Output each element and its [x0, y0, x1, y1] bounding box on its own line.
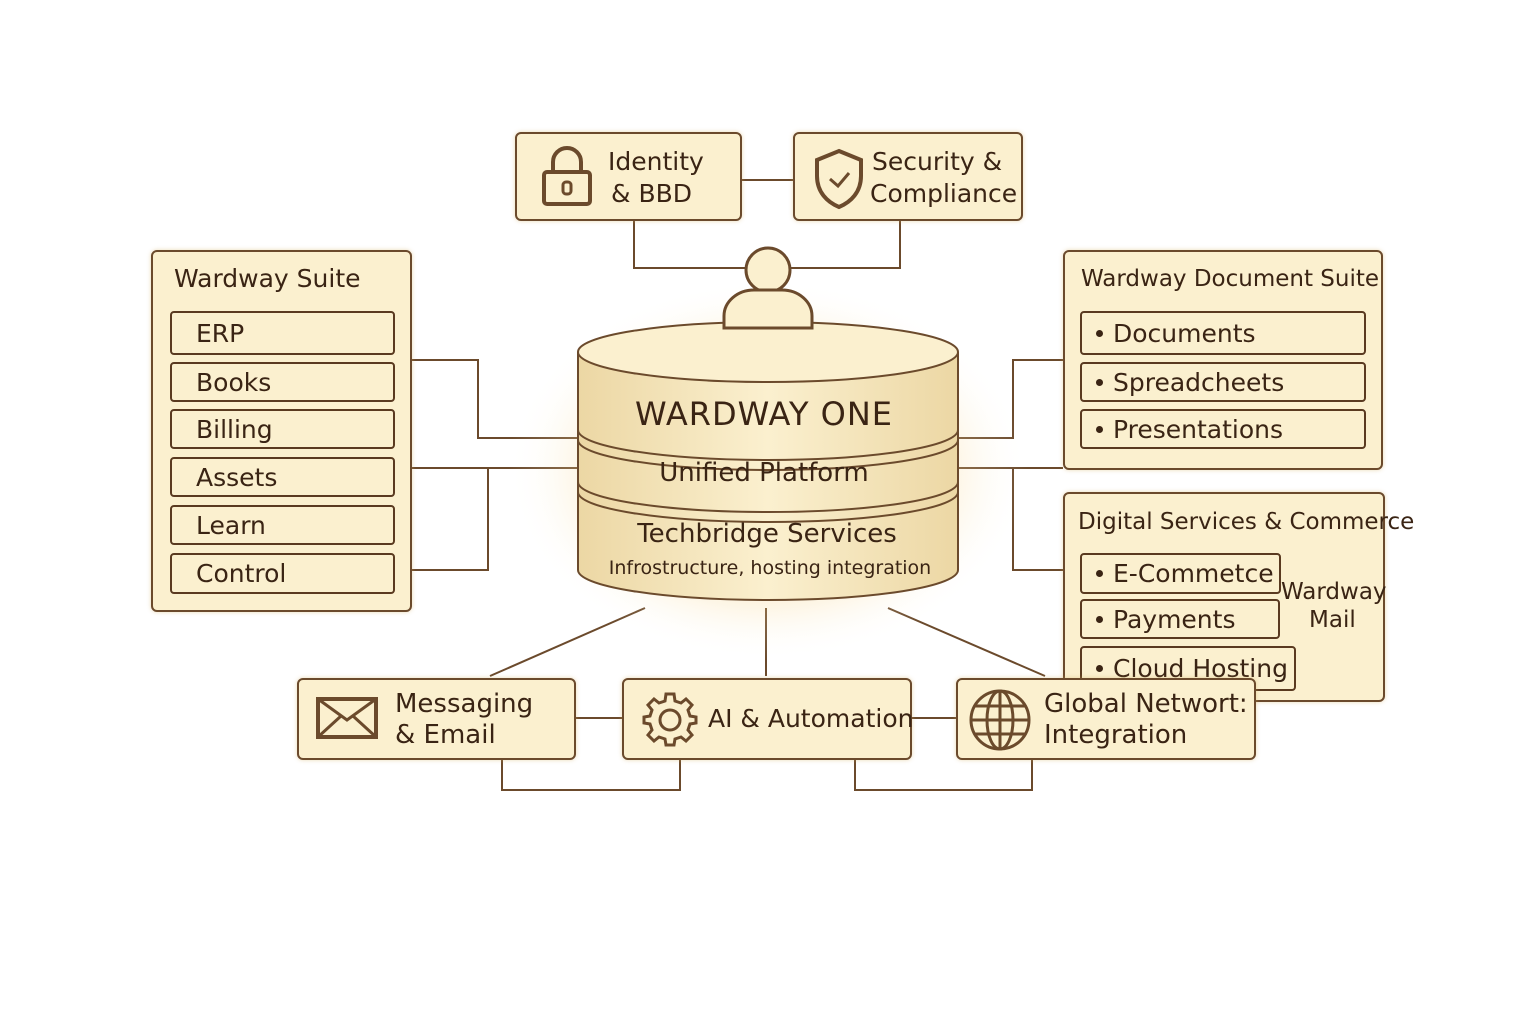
identity-label-2: & BBD: [611, 179, 692, 208]
ai-automation-box[interactable]: AI & Automation: [622, 678, 914, 760]
wardway-suite-title: Wardway Suite: [174, 264, 361, 293]
shield-icon: [815, 148, 863, 210]
suite-item-books[interactable]: Books: [170, 362, 395, 402]
global-network-label-1: Global Networt:: [1044, 689, 1248, 719]
cylinder-body: [577, 352, 959, 601]
docs-item-documents[interactable]: Documents: [1080, 311, 1366, 355]
user-icon: [722, 246, 814, 330]
security-label-1: Security &: [872, 147, 1003, 176]
core-title: WARDWAY ONE: [635, 395, 893, 433]
global-network-box[interactable]: Global Networt: Integration: [956, 678, 1256, 760]
messaging-label-2: & Email: [395, 720, 496, 750]
bullet-icon: [1096, 378, 1103, 386]
lock-icon: [542, 146, 592, 206]
envelope-icon: [316, 697, 378, 739]
suite-item-assets[interactable]: Assets: [170, 457, 395, 497]
docs-item-label: Spreadcheets: [1113, 367, 1285, 397]
line-bottom-right: [854, 760, 1033, 791]
suite-item-control[interactable]: Control: [170, 553, 395, 594]
bullet-icon: [1096, 329, 1103, 337]
core-layer-3: Techbridge Services: [636, 519, 897, 549]
wardway-mail-label-1: Wardway: [1281, 579, 1387, 605]
core-cylinder: [577, 321, 959, 601]
cylinder-top: [577, 321, 959, 383]
bullet-icon: [1096, 425, 1103, 433]
globe-icon: [969, 689, 1031, 751]
commerce-item-payments[interactable]: Payments: [1080, 599, 1280, 639]
global-network-label-2: Integration: [1044, 720, 1188, 750]
suite-item-billing[interactable]: Billing: [170, 409, 395, 449]
layer-divider-1: [577, 429, 959, 461]
bullet-icon: [1096, 615, 1103, 623]
gear-icon: [642, 692, 698, 747]
messaging-label-1: Messaging: [395, 689, 534, 719]
security-box[interactable]: Security & Compliance: [793, 132, 1023, 221]
identity-label-1: Identity: [608, 147, 704, 176]
identity-box[interactable]: Identity & BBD: [515, 132, 742, 221]
docs-item-label: Presentations: [1113, 414, 1284, 444]
bullet-icon: [1096, 570, 1103, 577]
commerce-title: Digital Services & Commerce: [1078, 509, 1415, 535]
layer-divider-1b: [577, 439, 959, 471]
commerce-item-label: Payments: [1113, 604, 1236, 634]
ai-automation-label: AI & Automation: [708, 704, 914, 733]
docs-item-label: Documents: [1113, 318, 1256, 348]
core-layer-2: Unified Platform: [659, 458, 869, 488]
messaging-box[interactable]: Messaging & Email: [297, 678, 576, 760]
core-layer-3-subtitle: Infrostructure, hosting integration: [609, 557, 931, 579]
docs-item-spreadsheets[interactable]: Spreadcheets: [1080, 362, 1366, 402]
layer-divider-2b: [577, 491, 959, 523]
bullet-icon: [1096, 665, 1103, 672]
commerce-item-ecommerce[interactable]: E-Commetce: [1080, 553, 1281, 594]
wardway-mail-label-2: Mail: [1309, 607, 1356, 633]
suite-item-learn[interactable]: Learn: [170, 505, 395, 545]
line-bottom-left: [501, 760, 681, 791]
suite-item-erp[interactable]: ERP: [170, 311, 395, 355]
docs-item-presentations[interactable]: Presentations: [1080, 409, 1366, 449]
security-label-2: Compliance: [870, 179, 1018, 208]
layer-divider-2: [577, 481, 959, 513]
document-suite-title: Wardway Document Suite: [1081, 266, 1380, 292]
commerce-item-label: E-Commetce: [1113, 559, 1274, 588]
